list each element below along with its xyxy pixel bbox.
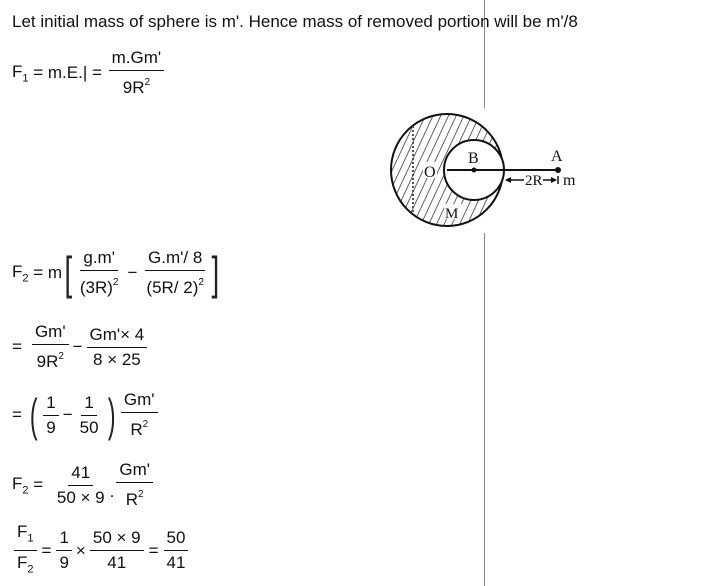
f2-equation: F2 = m [ g.m' (3R)2 − G.m'/ 8 (5R/ 2)2 ] — [12, 247, 220, 299]
sphere-cavity-diagram: O B A M 2R m — [390, 113, 576, 227]
f1-fraction: m.Gm' 9R2 — [108, 48, 165, 98]
label-B: B — [468, 150, 479, 167]
label-O: O — [424, 164, 436, 181]
divider-line-bottom — [484, 233, 485, 586]
label-M: M — [445, 206, 458, 222]
label-2R: 2R — [525, 173, 543, 189]
label-m: m — [563, 172, 576, 189]
step2-equation: = Gm' 9R2 − Gm'× 4 8 × 25 — [12, 322, 149, 372]
f1-equation: F1 = m.E.| = m.Gm' 9R2 — [12, 48, 166, 98]
divider-line-top — [484, 0, 485, 108]
f1-mid: = m.E.| = — [28, 63, 107, 82]
f1-lhs: F1 — [12, 61, 29, 85]
intro-text: Let initial mass of sphere is m'. Hence … — [12, 12, 578, 31]
label-A: A — [551, 148, 563, 165]
